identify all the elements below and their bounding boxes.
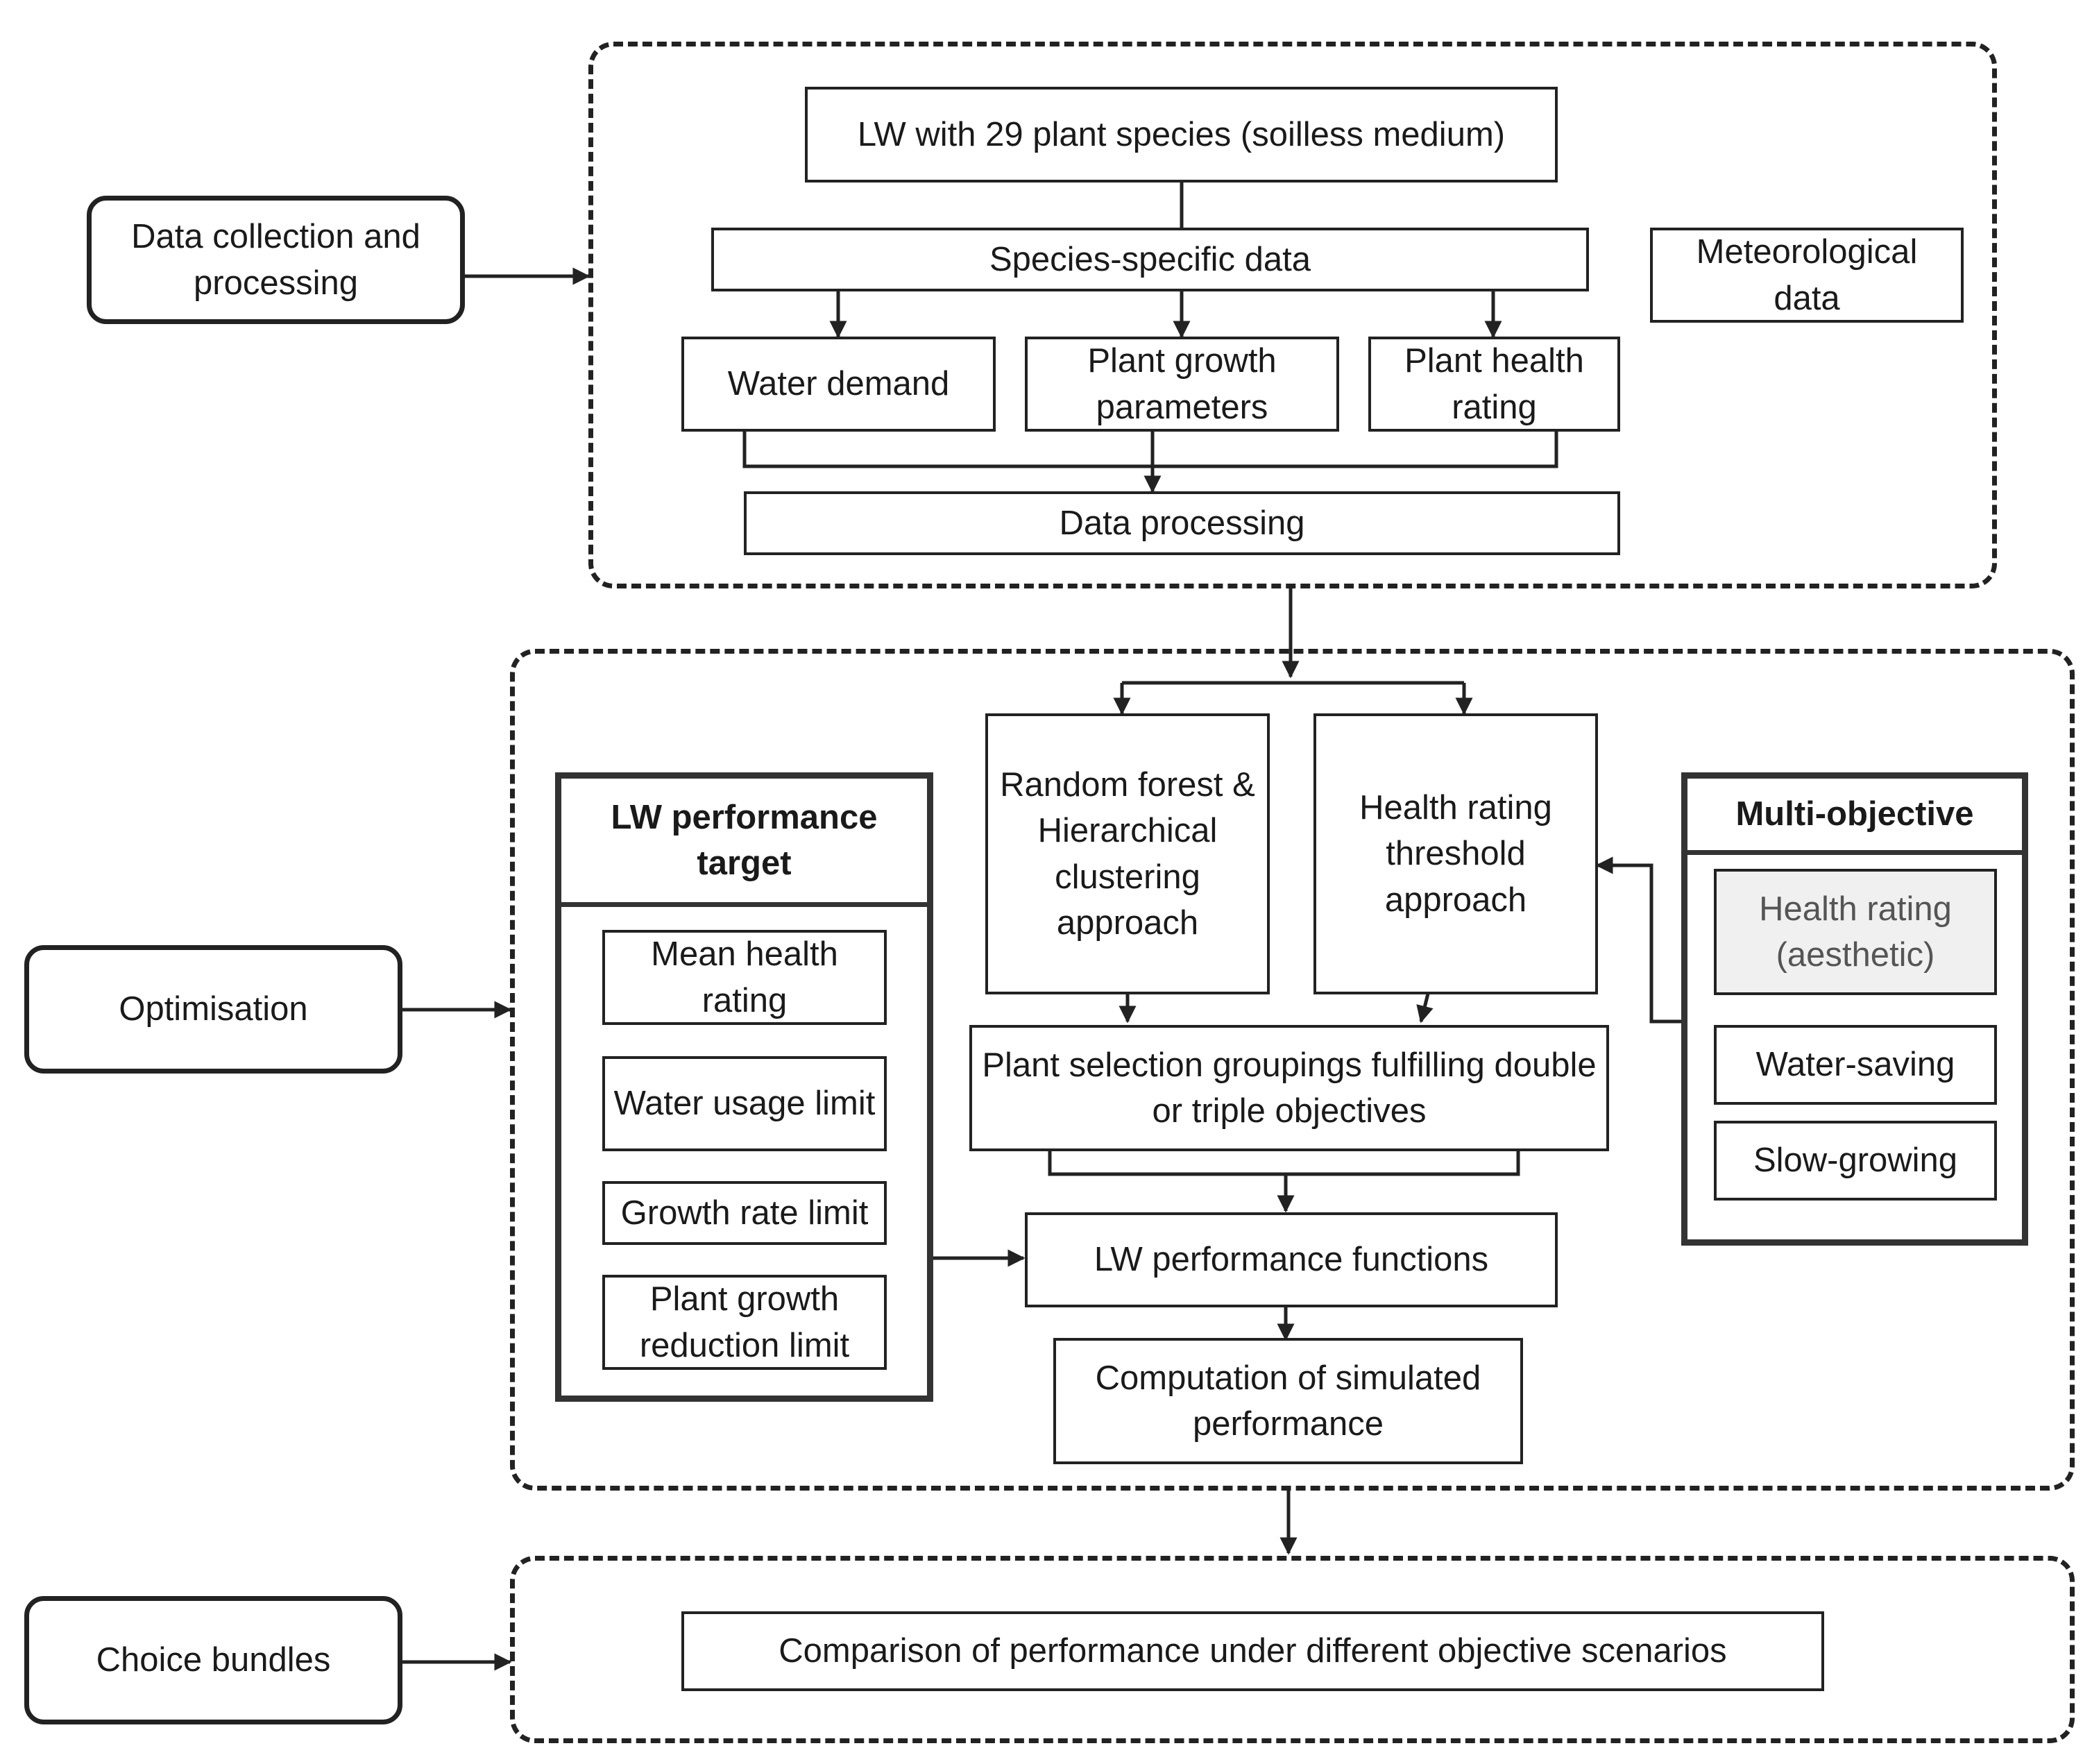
target-item-mean-health: Mean health rating [602,930,887,1025]
water-demand-box: Water demand [681,337,996,432]
data-collection-section [588,42,1997,588]
random-forest-box: Random forest & Hierarchical clustering … [985,713,1270,994]
choice-bundles-label: Choice bundles [24,1596,402,1724]
lw-species-box: LW with 29 plant species (soilless mediu… [805,87,1558,183]
target-item-growth-rate: Growth rate limit [602,1181,887,1245]
target-item-water-usage: Water usage limit [602,1056,887,1151]
multi-item-health-aesthetic: Health rating (aesthetic) [1714,869,1997,995]
species-specific-data-box: Species-specific data [711,228,1589,291]
meteorological-data-box: Meteorological data [1650,228,1964,323]
optimisation-section [510,649,2075,1491]
plant-health-rating-box: Plant health rating [1368,337,1620,432]
target-item-growth-reduction: Plant growth reduction limit [602,1275,887,1370]
data-collection-label: Data collection and processing [87,196,465,324]
plant-selection-groupings-box: Plant selection groupings fulfilling dou… [969,1025,1609,1151]
multi-item-slow-growing: Slow-growing [1714,1121,1997,1201]
health-rating-threshold-box: Health rating threshold approach [1313,713,1598,994]
multi-item-water-saving: Water-saving [1714,1025,1997,1105]
computation-box: Computation of simulated performance [1053,1338,1523,1464]
plant-growth-parameters-box: Plant growth parameters [1025,337,1339,432]
comparison-box: Comparison of performance under differen… [681,1611,1824,1691]
optimisation-label: Optimisation [24,945,402,1074]
multi-objective-title: Multi-objective [1687,779,2022,855]
lw-performance-functions-box: LW performance functions [1025,1212,1558,1307]
lw-performance-target-title: LW performance target [561,779,927,907]
choice-bundles-section [510,1556,2075,1743]
data-processing-box: Data processing [744,491,1620,555]
